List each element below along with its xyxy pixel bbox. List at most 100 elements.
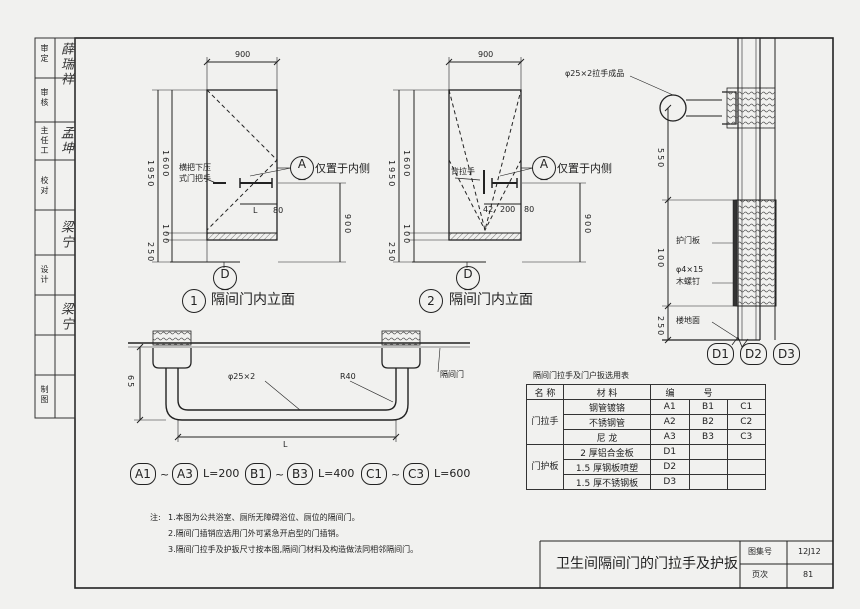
handle-group-cell: 门拉手 bbox=[526, 399, 564, 445]
e1-detail-mark-D: D— bbox=[213, 266, 237, 294]
drawing-title: 卫生间隔间门的门拉手及护扳 bbox=[556, 556, 738, 572]
variant-B-length: L=400 bbox=[318, 467, 355, 480]
e2-inside-note: 仅置于内侧 bbox=[557, 162, 612, 175]
table-cell: C2 bbox=[726, 414, 766, 430]
table-cell: 不锈钢管 bbox=[563, 414, 651, 430]
signature-strip bbox=[34, 37, 76, 419]
e2-dim-200: 200 bbox=[500, 205, 516, 214]
e1-mark-D-sub: — bbox=[221, 285, 229, 294]
plan-dim-L: L bbox=[283, 440, 288, 449]
proof-label: 校对 bbox=[40, 176, 49, 196]
table-cell: 2 厚铝合金板 bbox=[563, 444, 651, 460]
e2-dim-42: 42 bbox=[483, 205, 494, 214]
table-row: 门拉手 钢管镀铬 A1 B1 C1 bbox=[526, 399, 766, 445]
e1-number: 1 bbox=[182, 289, 206, 313]
e2-detail-mark-D: D— bbox=[456, 266, 480, 294]
e1-handle-note-1: 横把下压 bbox=[179, 163, 211, 172]
plan-radius-label: R40 bbox=[340, 372, 356, 381]
table-cell: C3 bbox=[726, 429, 766, 445]
e2-mark-D-sub: — bbox=[464, 285, 472, 294]
e1-dim-L: L bbox=[253, 206, 258, 215]
e2-mark-A-sub: — bbox=[540, 175, 548, 184]
table-cell bbox=[688, 459, 728, 475]
variant-A-to: A3 bbox=[172, 463, 198, 485]
e1-mark-D-text: D bbox=[220, 267, 230, 281]
variant-C-from: C1 bbox=[361, 463, 388, 485]
e1-dim-1600: 1600 bbox=[161, 150, 170, 179]
section-floor-label: 楼地面 bbox=[676, 316, 700, 325]
variant-B-tilde: ~ bbox=[275, 468, 285, 481]
table-cell: A1 bbox=[650, 399, 690, 415]
note-1: 1.本图为公共浴室、厕所无障碍浴位、厕位的隔间门。 bbox=[168, 513, 360, 522]
header-code-1: 编 bbox=[650, 384, 689, 400]
e1-inside-note: 仅置于内侧 bbox=[315, 162, 370, 175]
elevation-1-linework bbox=[152, 57, 346, 268]
table-row: 1.5 厚钢板喷塑 D2 bbox=[527, 459, 766, 475]
section-linework bbox=[629, 38, 777, 348]
handle-plan-linework bbox=[128, 330, 470, 442]
table-row: 门护板 2 厚铝合金板 D1 bbox=[526, 444, 766, 490]
e1-dim-width: 900 bbox=[235, 50, 251, 59]
proof-signature: 梁宁 bbox=[58, 220, 73, 250]
approve-signature: 薛瑞祥 bbox=[58, 42, 73, 87]
table-cell: B2 bbox=[688, 414, 728, 430]
variant-A-from: A1 bbox=[130, 463, 156, 485]
section-mark-D3: D3 bbox=[773, 343, 800, 365]
table-cell: 钢管镀铬 bbox=[563, 399, 651, 415]
variant-C-length: L=600 bbox=[434, 467, 471, 480]
e2-detail-mark-A: A— bbox=[532, 156, 556, 184]
table-cell: D2 bbox=[650, 459, 690, 475]
note-3: 3.隔间门拉手及护扳尺寸按本图,隔间门材料及构造做法同相邻隔间门。 bbox=[168, 545, 419, 554]
table-cell: A2 bbox=[650, 414, 690, 430]
header-code-3 bbox=[727, 384, 766, 400]
table-cell bbox=[726, 444, 766, 460]
table-row: 尼 龙 A3 B3 C3 bbox=[527, 429, 766, 445]
table-cell: 1.5 厚钢板喷塑 bbox=[563, 459, 651, 475]
header-name: 名 称 bbox=[526, 384, 564, 400]
e1-mark-A-sub: — bbox=[298, 175, 306, 184]
e1-dim-250: 250 bbox=[146, 242, 155, 264]
variant-C-to: C3 bbox=[403, 463, 430, 485]
table-row: 1.5 厚不锈钢板 D3 bbox=[527, 474, 766, 490]
plan-door-label: 隔间门 bbox=[440, 370, 464, 379]
elevation-2-linework bbox=[393, 57, 586, 268]
table-header-row: 名 称 材 料 编 号 bbox=[526, 384, 766, 400]
approve-label: 审定 bbox=[40, 44, 49, 64]
e1-detail-mark-A: A— bbox=[290, 156, 314, 184]
notes-prefix: 注: bbox=[150, 513, 161, 522]
e2-dim-80: 80 bbox=[524, 205, 535, 214]
section-dim-250: 250 bbox=[656, 316, 665, 338]
page-label: 页次 bbox=[752, 570, 768, 579]
e1-mark-A-text: A bbox=[297, 157, 307, 171]
section-mark-D1: D1 bbox=[707, 343, 734, 365]
table-cell bbox=[726, 459, 766, 475]
review-label: 审核 bbox=[40, 88, 49, 108]
e2-handle-note: 背拉手 bbox=[451, 167, 475, 176]
draw-label: 制图 bbox=[40, 385, 49, 405]
e1-dim-900: 900 bbox=[343, 214, 352, 236]
title-block-linework bbox=[539, 540, 833, 588]
atlas-label: 图集号 bbox=[748, 547, 772, 556]
section-dim-550: 550 bbox=[656, 148, 665, 170]
table-cell: C1 bbox=[726, 399, 766, 415]
page-value: 81 bbox=[803, 570, 814, 579]
table-cell bbox=[688, 474, 728, 490]
e1-dim-100: 100 bbox=[161, 224, 170, 246]
e1-handle-note-2: 式门把手 bbox=[179, 174, 211, 183]
e2-mark-D-text: D bbox=[463, 267, 473, 281]
section-dim-100: 100 bbox=[656, 248, 665, 270]
e2-dim-1600: 1600 bbox=[402, 150, 411, 179]
e2-number: 2 bbox=[419, 289, 443, 313]
chief-signature: 孟坤 bbox=[58, 126, 73, 156]
e2-mark-A-text: A bbox=[539, 157, 549, 171]
plan-dim-65: 65 bbox=[126, 375, 135, 390]
chief-label: 主任工 bbox=[40, 126, 49, 156]
table-cell: B3 bbox=[688, 429, 728, 445]
guard-group-cell: 门护板 bbox=[526, 444, 564, 490]
variant-C-tilde: ~ bbox=[391, 468, 401, 481]
e2-title: 隔间门内立面 bbox=[449, 292, 533, 308]
table-cell: 尼 龙 bbox=[563, 429, 651, 445]
e2-dim-100: 100 bbox=[402, 224, 411, 246]
plan-pipe-label: φ25×2 bbox=[228, 372, 256, 381]
